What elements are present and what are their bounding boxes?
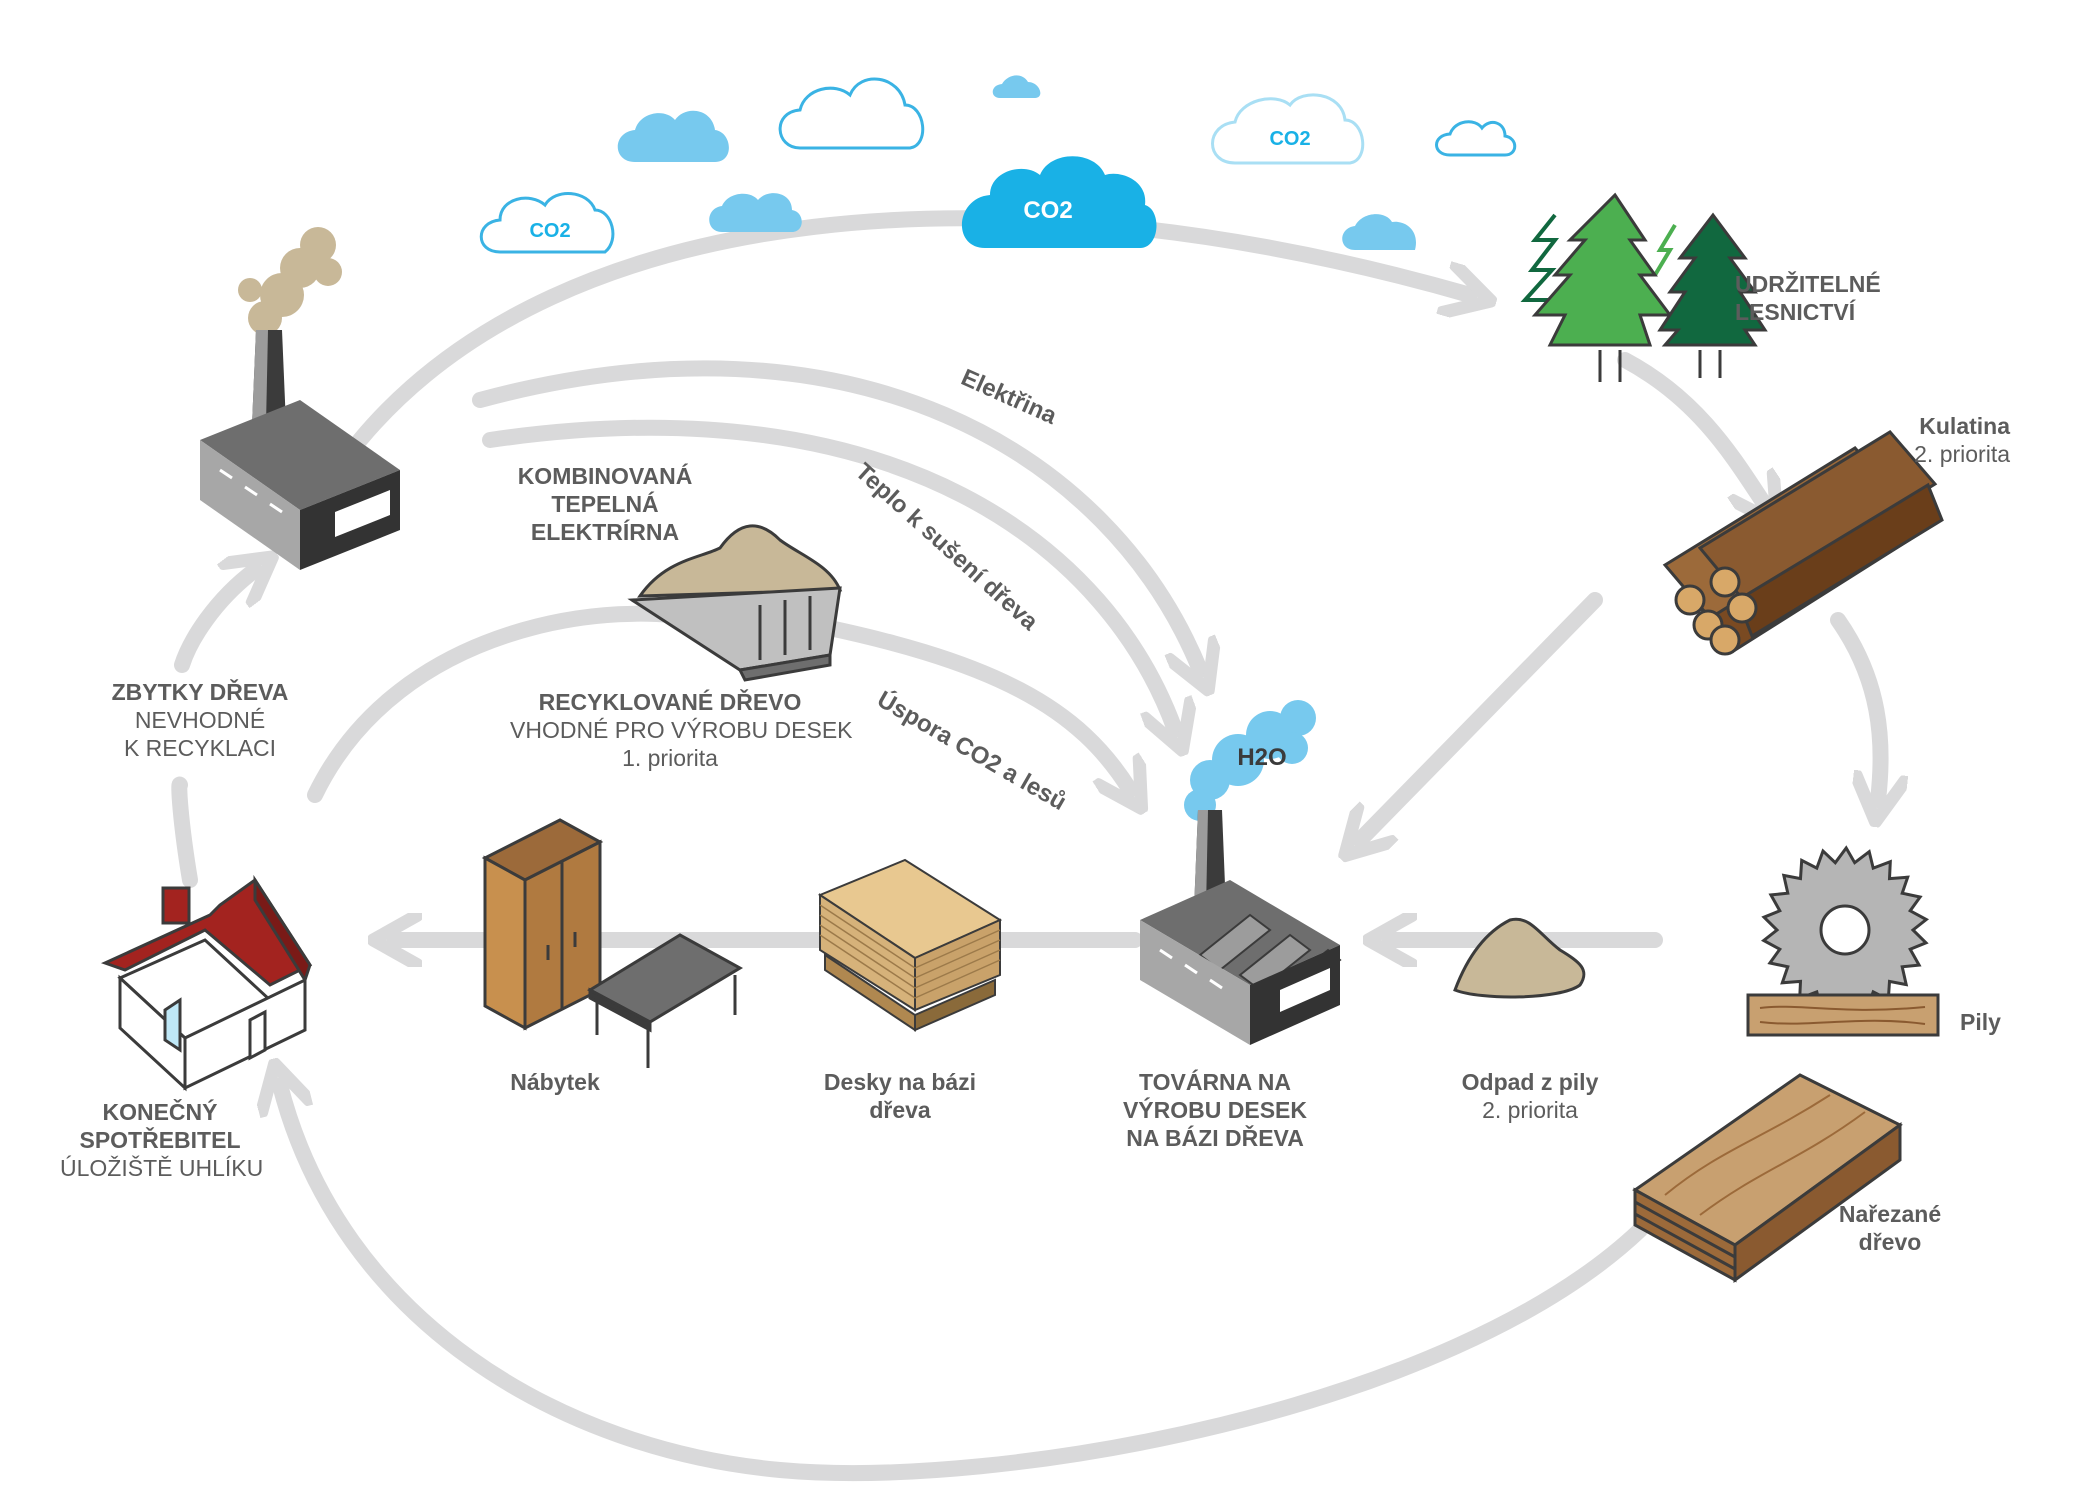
arrow-forest-to-logs <box>1617 352 1765 505</box>
forest-icon <box>1520 192 1768 382</box>
board-factory-icon: H2O <box>1140 700 1342 1045</box>
arrow-lumber-to-consumer <box>280 1085 1648 1481</box>
arrow-heat <box>482 419 1175 730</box>
cloud-light-2 <box>709 193 802 232</box>
logs-icon <box>1662 430 1944 656</box>
arrow-electricity <box>472 360 1200 670</box>
factory-label: TOVÁRNA NA VÝROBU DESEK NA BÁZI DŘEVA <box>1122 1069 1308 1151</box>
cloud-light-4 <box>1342 214 1416 250</box>
co2-cloud-big: CO2 <box>961 156 1157 248</box>
arrow-top-arc <box>352 210 1470 448</box>
residues-label: ZBYTKY DŘEVA NEVHODNÉ K RECYKLACI <box>111 679 289 761</box>
arrow-logs-to-factory <box>1360 592 1603 840</box>
arrow-savings <box>782 612 1130 790</box>
co2-label-big: CO2 <box>1023 197 1072 224</box>
cloud-outline-top <box>778 77 925 150</box>
forestry-label: UDRŽITELNÉ LESNICTVÍ <box>1735 271 1881 325</box>
arrow-logs-to-saw <box>1830 612 1881 800</box>
co2-label-left: CO2 <box>529 220 570 242</box>
arrow-consumer-to-residues <box>171 776 198 888</box>
lumber-label: Nařezané dřevo <box>1838 1201 1942 1255</box>
co2-cloud-left: CO2 <box>479 192 615 254</box>
consumer-label: KONEČNÝ SPOTŘEBITEL ÚLOŽIŠTĚ UHLÍKU <box>60 1099 264 1181</box>
chp-plant-icon <box>200 227 400 570</box>
boards-label: Desky na bázi dřeva <box>823 1069 977 1123</box>
cloud-light-1 <box>617 110 729 162</box>
co2-label-right: CO2 <box>1269 128 1310 150</box>
sawdust-label: Odpad z pily 2. priorita <box>1461 1069 1599 1123</box>
furniture-icon <box>481 818 744 1068</box>
chp-label: KOMBINOVANÁ TEPELNÁ ELEKTRÍRNA <box>517 463 693 545</box>
recycled-label: RECYKLOVANÉ DŘEVO VHODNÉ PRO VÝROBU DESE… <box>510 689 853 771</box>
saw-label: Pily <box>1960 1009 2001 1035</box>
logs-label: Kulatina 2. priorita <box>1914 413 2010 467</box>
board-stack-icon <box>817 858 1003 1032</box>
cloud-light-3 <box>992 75 1041 98</box>
sawdust-pile-icon <box>1453 917 1586 999</box>
sky: CO2 CO2 CO2 <box>479 75 1517 254</box>
recycled-wood-skip-icon <box>627 524 843 682</box>
lumber-icon <box>1632 1073 1903 1283</box>
co2-cloud-right: CO2 <box>1211 93 1365 165</box>
saw-icon <box>1746 845 1940 1037</box>
arrow-residues-to-plant <box>174 570 255 673</box>
furniture-label: Nábytek <box>510 1069 600 1095</box>
cloud-outline-small <box>1435 120 1517 157</box>
h2o-label: H2O <box>1237 744 1286 771</box>
house-icon <box>100 874 313 1092</box>
